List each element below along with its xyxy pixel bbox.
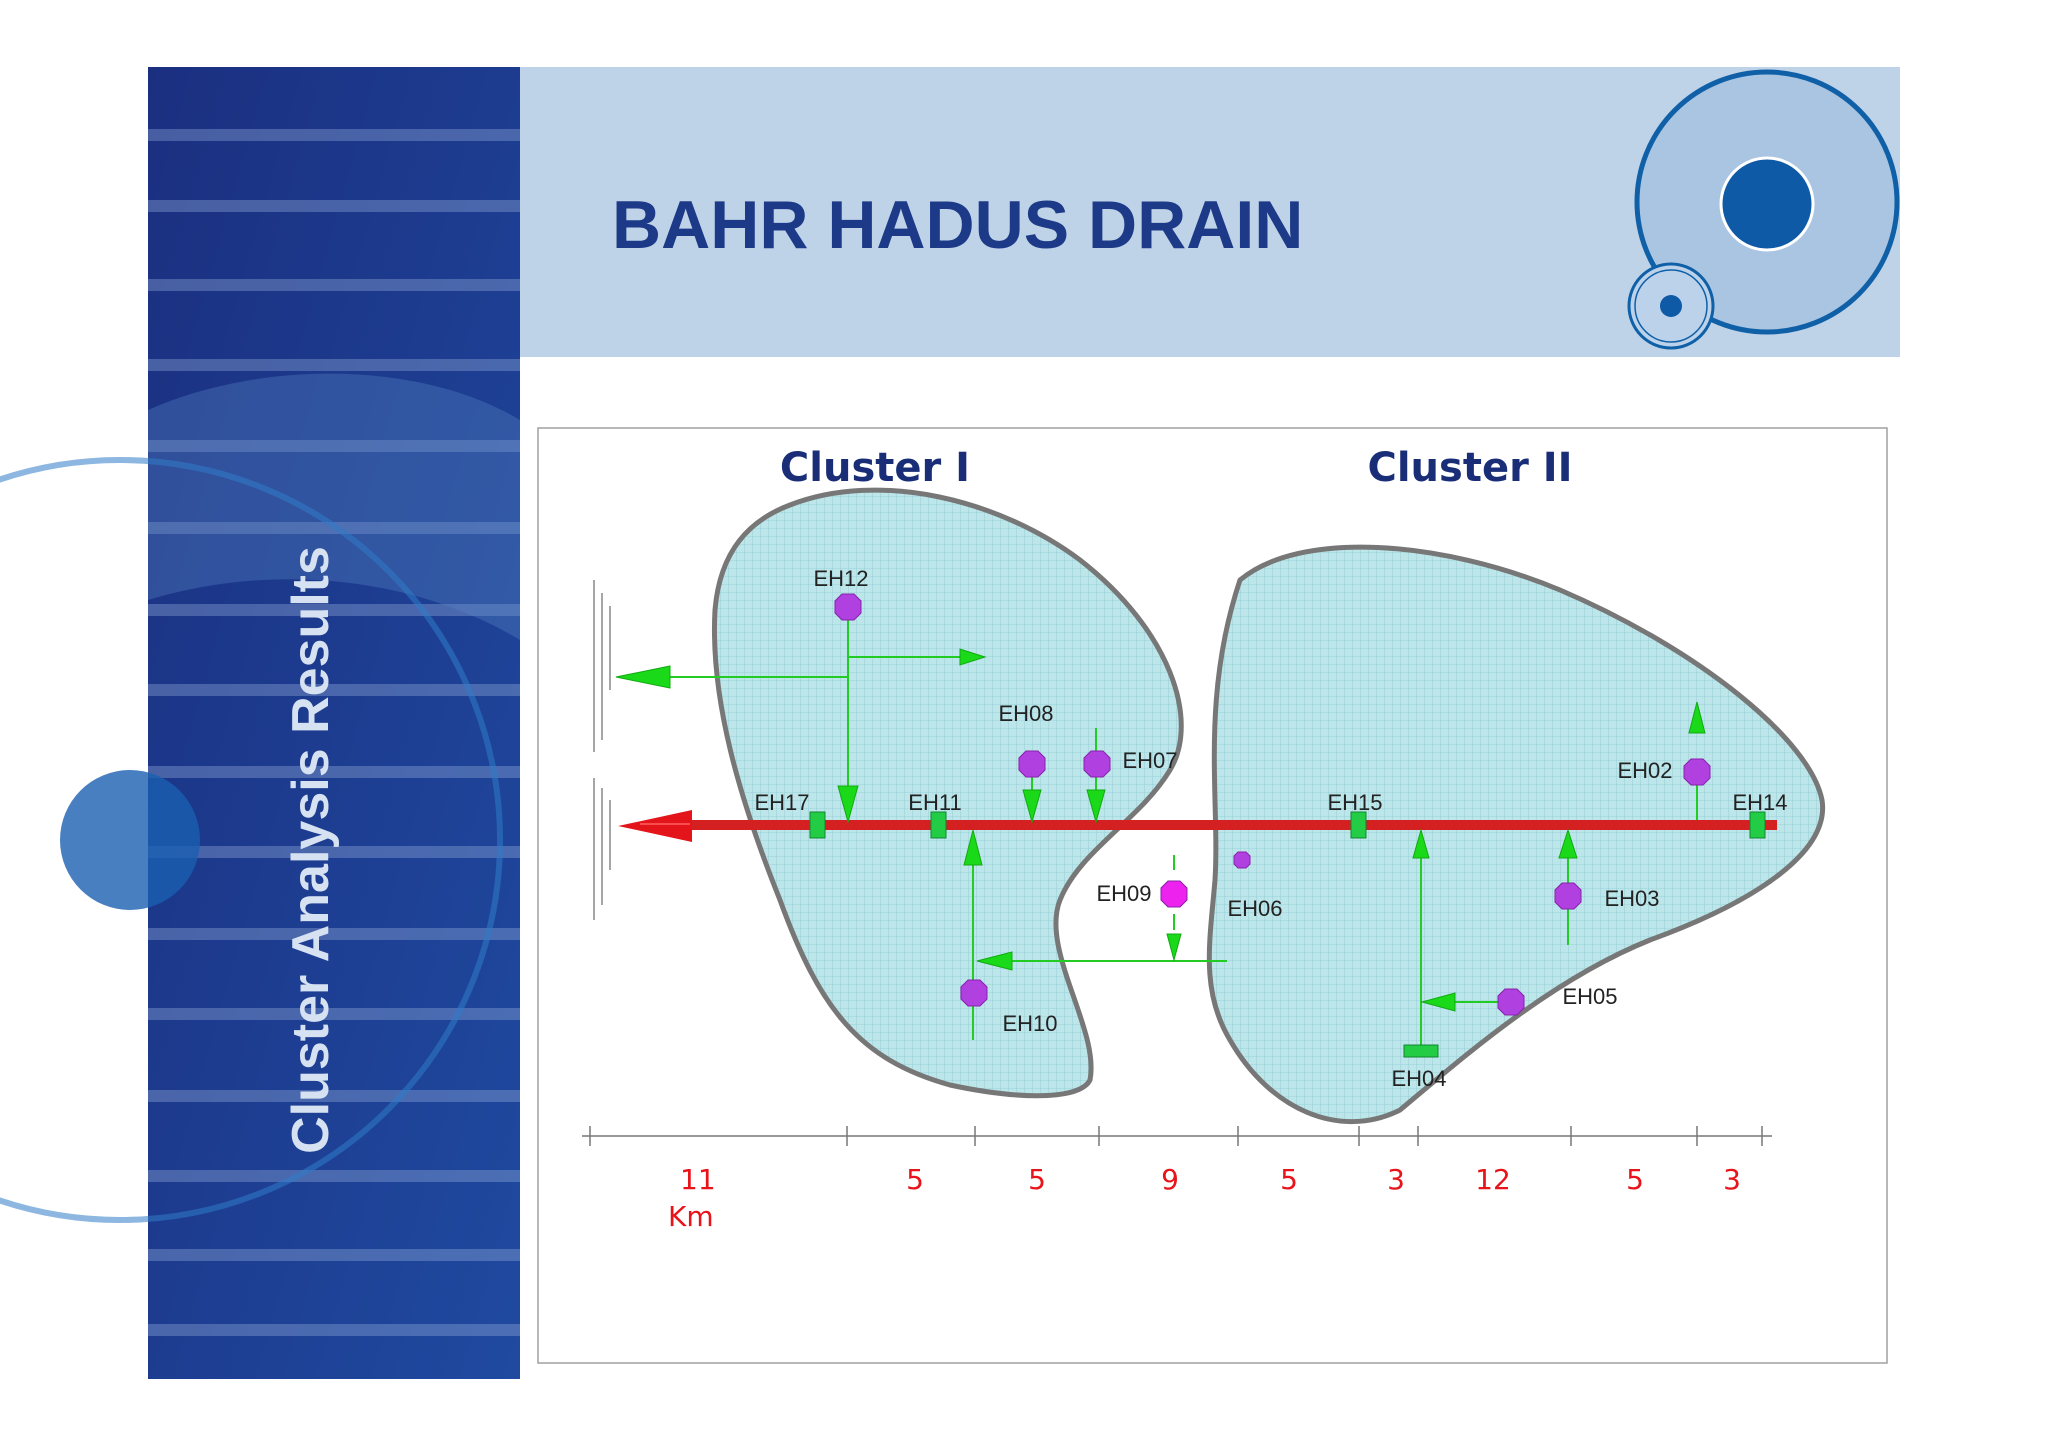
distance-segment-7: 12	[1475, 1163, 1511, 1196]
arrow-down-eh12	[837, 785, 859, 824]
page-title: BAHR HADUS DRAIN	[612, 187, 1304, 263]
site-EH09-marker	[1160, 880, 1188, 908]
label-EH03: EH03	[1604, 886, 1659, 911]
label-EH04: EH04	[1391, 1066, 1446, 1091]
cluster-1-title: Cluster I	[780, 445, 970, 491]
station-EH17-marker	[809, 811, 826, 839]
arrow-down-eh07	[1086, 789, 1106, 824]
cluster-2-region	[1206, 544, 1826, 1125]
arrow-left-eh12	[615, 665, 671, 689]
decorative-circles	[1627, 69, 1900, 350]
flow-arrowheads	[615, 648, 1706, 1012]
distance-segment-1: 11	[680, 1163, 716, 1196]
station-EH15-marker	[1350, 811, 1367, 839]
site-EH12-marker	[834, 593, 862, 621]
label-EH09: EH09	[1096, 881, 1151, 906]
cluster-1-region	[711, 487, 1184, 1099]
distance-labels: 11 Km 5 5 9 5 3 12 5 3	[668, 1163, 1741, 1233]
label-EH05: EH05	[1562, 984, 1617, 1009]
main-drain	[618, 810, 1777, 842]
site-markers	[834, 593, 1711, 1016]
label-EH15: EH15	[1327, 790, 1382, 815]
distance-segment-8: 5	[1626, 1163, 1644, 1196]
arrow-down-eh09	[1166, 933, 1182, 962]
arrow-left-eh05	[1420, 992, 1456, 1012]
site-EH06-marker	[1233, 851, 1251, 869]
distance-segment-2: 5	[906, 1163, 924, 1196]
label-EH02: EH02	[1617, 758, 1672, 783]
distance-axis	[582, 1126, 1772, 1146]
distance-segment-5: 5	[1280, 1163, 1298, 1196]
distance-segment-6: 3	[1387, 1163, 1405, 1196]
site-EH08-marker	[1018, 750, 1046, 778]
label-EH11: EH11	[908, 790, 961, 815]
distance-segment-4: 9	[1161, 1163, 1179, 1196]
label-EH17: EH17	[754, 790, 809, 815]
site-EH03-marker	[1554, 882, 1582, 910]
drain-stations	[809, 811, 1766, 1058]
distance-unit: Km	[668, 1200, 714, 1233]
station-labels: EH17 EH11 EH15 EH14 EH04 EH12 EH08 EH07 …	[754, 566, 1787, 1091]
site-EH02-marker	[1683, 758, 1711, 786]
distance-segment-9: 3	[1723, 1163, 1741, 1196]
outlet-marker-lines	[593, 580, 611, 920]
label-EH14: EH14	[1732, 790, 1787, 815]
label-EH06: EH06	[1227, 896, 1282, 921]
station-EH04-marker	[1403, 1044, 1439, 1058]
distance-segment-3: 5	[1028, 1163, 1046, 1196]
site-EH05-marker	[1497, 988, 1525, 1016]
arrow-right-eh12	[959, 648, 987, 666]
label-EH10: EH10	[1002, 1011, 1057, 1036]
label-EH08: EH08	[998, 701, 1053, 726]
site-EH10-marker	[960, 979, 988, 1007]
label-EH07: EH07	[1122, 748, 1177, 773]
sidebar-section-label: Cluster Analysis Results	[282, 546, 340, 1154]
cluster-2-title: Cluster II	[1367, 445, 1572, 491]
site-EH07-marker	[1083, 750, 1111, 778]
arrow-down-eh08	[1022, 789, 1042, 824]
sidebar-panel	[0, 67, 520, 1379]
arrow-up-eh02	[1688, 701, 1706, 734]
station-EH14-marker	[1749, 811, 1766, 839]
arrow-up-eh10	[963, 829, 983, 866]
arrow-up-eh04	[1412, 828, 1430, 859]
label-EH12: EH12	[813, 566, 868, 591]
arrow-up-eh03	[1558, 828, 1578, 859]
station-EH11-marker	[930, 811, 947, 839]
arrow-left-eh09	[976, 951, 1013, 971]
